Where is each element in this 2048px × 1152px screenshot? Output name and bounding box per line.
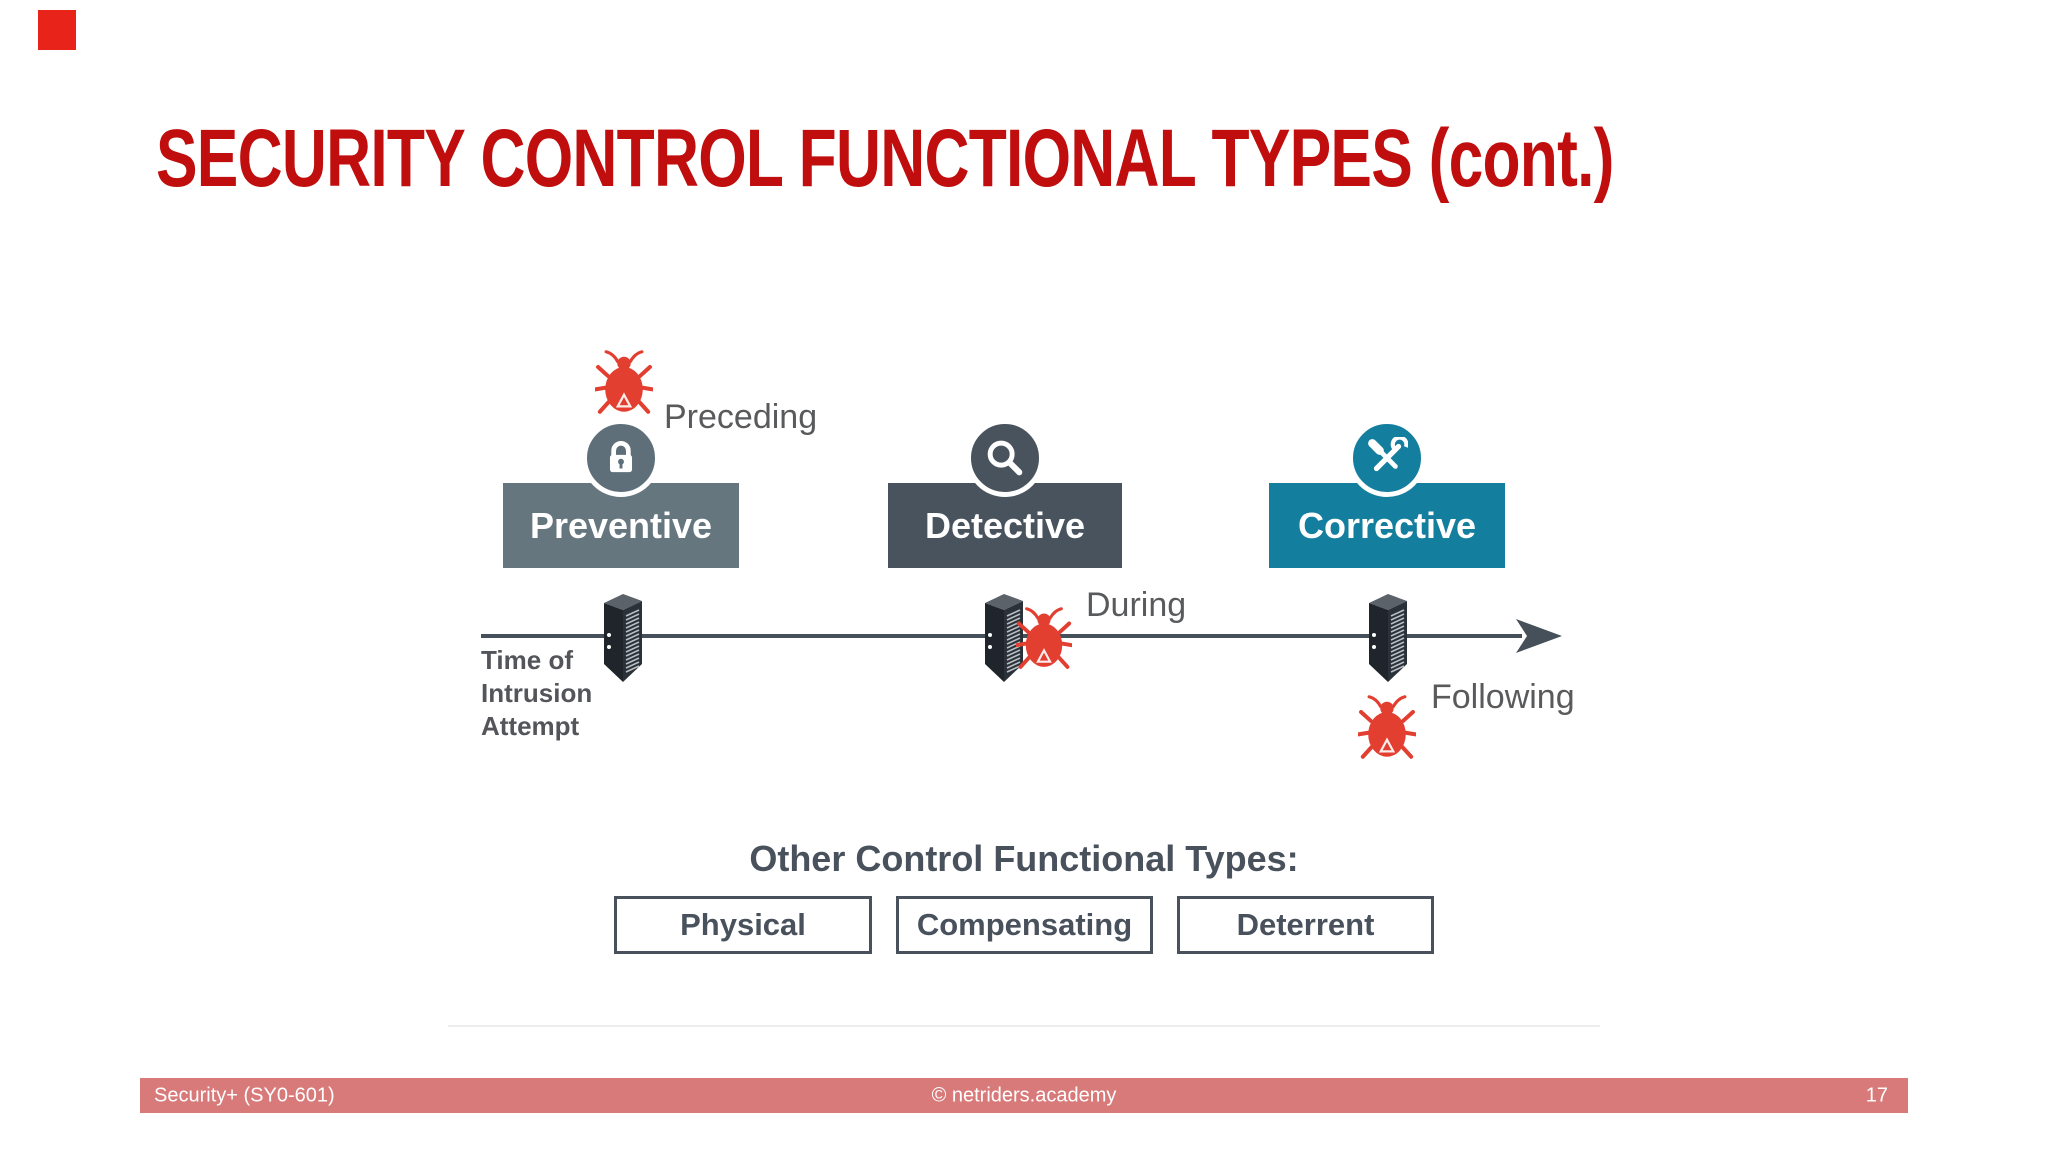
footer-course-label: Security+ (SY0-601) xyxy=(154,1084,335,1106)
control-label: Corrective xyxy=(1297,504,1477,546)
slide-title: SECURITY CONTROL FUNCTIONAL TYPES (cont.… xyxy=(156,113,1614,204)
time-label-line: Intrusion xyxy=(481,678,593,708)
type-box-compensating: Compensating xyxy=(896,896,1153,954)
preventive-circle xyxy=(582,419,660,497)
time-of-intrusion-label: Time of Intrusion Attempt xyxy=(481,644,592,743)
footer-copyright: © netriders.academy xyxy=(931,1084,1117,1106)
bug-icon xyxy=(1358,695,1416,759)
corner-marker xyxy=(38,10,76,50)
control-box-detective: Detective xyxy=(888,483,1122,568)
time-label-line: Attempt xyxy=(481,711,580,741)
phase-label-preceding: Preceding xyxy=(664,398,818,436)
time-label-line: Time of xyxy=(481,645,573,675)
phase-label-during: During xyxy=(1086,586,1187,624)
arrowhead-icon xyxy=(1516,619,1562,653)
tools-icon xyxy=(1368,437,1408,472)
other-types-heading: Other Control Functional Types: xyxy=(749,838,1299,879)
bug-icon xyxy=(595,350,653,414)
type-label: Compensating xyxy=(916,907,1133,942)
server-icon xyxy=(985,594,1023,682)
type-label: Deterrent xyxy=(1236,907,1375,942)
footer-page-number: 17 xyxy=(1865,1084,1888,1106)
type-box-deterrent: Deterrent xyxy=(1177,896,1434,954)
type-label: Physical xyxy=(680,907,806,942)
control-label: Detective xyxy=(924,504,1086,546)
phase-label-following: Following xyxy=(1431,678,1575,716)
corrective-circle xyxy=(1348,419,1426,497)
server-icon xyxy=(604,594,642,682)
divider-line xyxy=(448,1025,1600,1027)
lock-icon xyxy=(609,441,633,473)
footer-bar: Security+ (SY0-601) © netriders.academy … xyxy=(140,1078,1908,1113)
control-label: Preventive xyxy=(529,504,713,546)
server-icon xyxy=(1369,594,1407,682)
control-box-corrective: Corrective xyxy=(1269,483,1505,568)
detective-circle xyxy=(966,419,1044,497)
type-box-physical: Physical xyxy=(614,896,872,954)
control-box-preventive: Preventive xyxy=(503,483,739,568)
magnifier-icon xyxy=(987,440,1023,476)
bug-icon xyxy=(1016,607,1072,669)
